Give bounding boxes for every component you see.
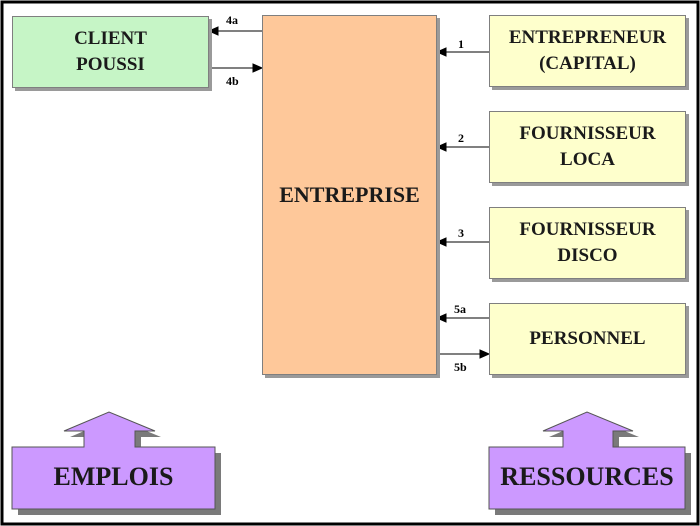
flow-label-5a: 5a xyxy=(454,302,466,316)
flow-label-3: 3 xyxy=(458,226,464,240)
arrow-1-head xyxy=(435,47,447,57)
flow-label-1: 1 xyxy=(458,37,464,51)
client-label: CLIENT POUSSI xyxy=(74,28,147,75)
entreprise-box: ENTREPRISE xyxy=(262,15,437,375)
ressources-arrow xyxy=(488,411,691,515)
arrow-2-head xyxy=(435,142,447,152)
arrow-4b-head xyxy=(252,63,264,73)
entrepreneur-label: ENTREPRENEUR (CAPITAL) xyxy=(508,27,667,74)
flow-label-4a: 4a xyxy=(226,13,238,27)
fournisseur-loca-label: FOURNISSEUR LOCA xyxy=(519,123,656,170)
fournisseur-disco-label: FOURNISSEUR DISCO xyxy=(519,219,656,266)
arrow-5b-head xyxy=(479,349,491,359)
entreprise-label: ENTREPRISE xyxy=(279,182,420,207)
emplois-label: EMPLOIS xyxy=(53,462,174,491)
personnel-box: PERSONNEL xyxy=(489,303,686,375)
personnel-label: PERSONNEL xyxy=(529,328,646,349)
client-box: CLIENT POUSSI xyxy=(12,16,209,88)
arrow-3-head xyxy=(435,237,447,247)
arrow-5a-head xyxy=(435,313,447,323)
ressources-label: RESSOURCES xyxy=(500,462,674,491)
emplois-arrow xyxy=(11,411,221,515)
arrow-4a-head xyxy=(207,26,219,36)
entrepreneur-box: ENTREPRENEUR (CAPITAL) xyxy=(489,15,686,87)
flow-label-5b: 5b xyxy=(454,360,467,374)
fournisseur-loca-box: FOURNISSEUR LOCA xyxy=(489,111,686,183)
flow-label-2: 2 xyxy=(458,131,464,145)
fournisseur-disco-box: FOURNISSEUR DISCO xyxy=(489,207,686,279)
flow-label-4b: 4b xyxy=(226,74,239,88)
